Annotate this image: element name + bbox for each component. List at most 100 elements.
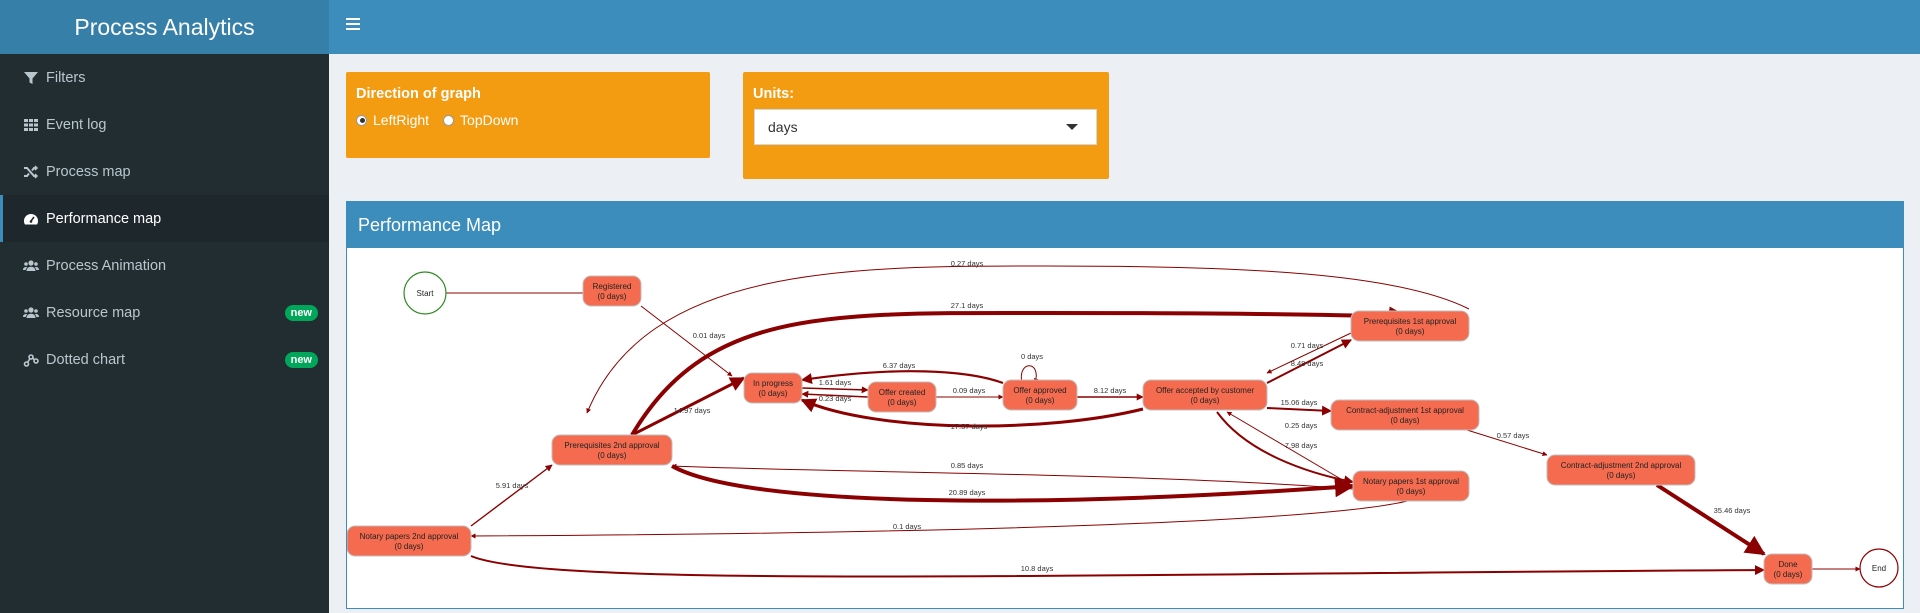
graph-edge-offerapproved-inprogress[interactable] bbox=[800, 370, 1004, 385]
node-label: Contract-adjustment 2nd approval bbox=[1561, 461, 1682, 470]
graph-edge-contract2-done[interactable] bbox=[1655, 483, 1766, 556]
graph-node-contract1[interactable]: Contract-adjustment 1st approval(0 days) bbox=[1330, 399, 1480, 431]
node-label: Done bbox=[1778, 560, 1798, 569]
units-select[interactable]: days bbox=[754, 109, 1097, 145]
graph-edge-offeraccepted-inprogress[interactable] bbox=[800, 398, 1144, 428]
edge-label: 0.27 days bbox=[951, 259, 984, 268]
graph-node-registered[interactable]: Registered(0 days) bbox=[582, 275, 642, 307]
node-label: Notary papers 2nd approval bbox=[360, 532, 459, 541]
graph-edge-notary1-offeraccepted[interactable] bbox=[1226, 411, 1352, 486]
radio-leftright[interactable]: LeftRight bbox=[356, 112, 429, 128]
dashboard-icon bbox=[22, 211, 39, 227]
sidebar-item-label: Process map bbox=[46, 163, 131, 180]
sidebar-item-event-log[interactable]: Event log bbox=[0, 101, 329, 148]
graph-edge-notary2-prereq2[interactable] bbox=[470, 464, 553, 527]
sidebar: Filters Event log Process map Performanc… bbox=[0, 54, 329, 613]
grid-icon bbox=[22, 117, 39, 133]
graph-node-prereq1[interactable]: Prerequisites 1st approval(0 days) bbox=[1350, 310, 1470, 342]
units-select-value: days bbox=[768, 119, 798, 135]
sidebar-item-dotted-chart[interactable]: Dotted chart new bbox=[0, 336, 329, 383]
edge-label: 0 days bbox=[1021, 352, 1043, 361]
units-box: Units: days bbox=[743, 72, 1109, 179]
edge-label: 35.46 days bbox=[1714, 506, 1751, 515]
node-duration: (0 days) bbox=[598, 451, 627, 460]
sidebar-item-label: Process Animation bbox=[46, 257, 167, 274]
new-badge: new bbox=[284, 305, 318, 321]
node-label: End bbox=[1872, 564, 1886, 573]
graph-edge-prereq1-offeraccepted[interactable] bbox=[1266, 332, 1352, 374]
graph-edge-offerapproved-offerapproved[interactable] bbox=[1020, 365, 1039, 384]
graph-edge-prereq1-prereq2[interactable] bbox=[586, 265, 1470, 414]
radio-label: LeftRight bbox=[373, 112, 430, 128]
edge-label: 27.1 days bbox=[951, 301, 984, 310]
radio-selected-icon[interactable] bbox=[356, 114, 367, 126]
node-label: Notary papers 1st approval bbox=[1363, 477, 1459, 486]
graph-node-start[interactable]: Start bbox=[403, 271, 447, 315]
graph-edge-offeraccepted-prereq1[interactable] bbox=[1266, 339, 1352, 384]
node-duration: (0 days) bbox=[888, 398, 917, 407]
radio-topdown[interactable]: TopDown bbox=[443, 112, 518, 128]
random-icon bbox=[22, 164, 39, 180]
node-duration: (0 days) bbox=[1396, 327, 1425, 336]
graph-node-contract2[interactable]: Contract-adjustment 2nd approval(0 days) bbox=[1546, 454, 1696, 486]
sidebar-item-filters[interactable]: Filters bbox=[0, 54, 329, 101]
units-label: Units: bbox=[753, 86, 795, 102]
graph-edge-prereq2-prereq1[interactable] bbox=[630, 306, 1409, 437]
panel-title: Performance Map bbox=[347, 202, 1903, 248]
graph-node-done[interactable]: Done(0 days) bbox=[1763, 553, 1813, 585]
graph-edge-prereq2-notary1[interactable] bbox=[671, 464, 1355, 503]
edge-label: 8.12 days bbox=[1094, 386, 1127, 395]
graph-edge-registered-inprogress[interactable] bbox=[640, 305, 733, 377]
new-badge: new bbox=[284, 352, 318, 368]
edge-label: 17.57 days bbox=[951, 422, 988, 431]
graph-edge-notary1-notary2[interactable] bbox=[470, 499, 1412, 539]
node-duration: (0 days) bbox=[395, 542, 424, 551]
edge-label: 0.57 days bbox=[1497, 431, 1530, 440]
sidebar-item-label: Performance map bbox=[46, 210, 162, 227]
graph-edge-notary1-prereq2[interactable] bbox=[671, 463, 1354, 490]
node-label: Prerequisites 2nd approval bbox=[564, 441, 659, 450]
graph-edge-inprogress-offercreated[interactable] bbox=[801, 386, 869, 394]
graph-edge-offeraccepted-contract1[interactable] bbox=[1266, 405, 1332, 416]
graph-edge-offercreated-inprogress[interactable] bbox=[801, 390, 869, 398]
chevron-down-icon[interactable] bbox=[1066, 124, 1078, 130]
graph-edge-contract1-contract2[interactable] bbox=[1466, 429, 1548, 457]
node-label: Start bbox=[417, 289, 435, 298]
graph-node-offeraccepted[interactable]: Offer accepted by customer(0 days) bbox=[1142, 379, 1268, 411]
node-label: Prerequisites 1st approval bbox=[1364, 317, 1457, 326]
graph-node-offercreated[interactable]: Offer created(0 days) bbox=[867, 381, 937, 413]
radio-label: TopDown bbox=[460, 112, 519, 128]
sidebar-item-performance-map[interactable]: Performance map bbox=[0, 195, 329, 242]
node-label: Offer created bbox=[879, 388, 926, 397]
sidebar-item-label: Event log bbox=[46, 116, 107, 133]
node-duration: (0 days) bbox=[1026, 396, 1055, 405]
graph-node-inprogress[interactable]: In progress(0 days) bbox=[743, 372, 803, 404]
graph-node-notary2[interactable]: Notary papers 2nd approval(0 days) bbox=[347, 525, 472, 557]
node-duration: (0 days) bbox=[1774, 570, 1803, 579]
edge-label: 0.09 days bbox=[953, 386, 986, 395]
node-duration: (0 days) bbox=[1191, 396, 1220, 405]
sidebar-item-resource-map[interactable]: Resource map new bbox=[0, 289, 329, 336]
graph-edge-notary2-done[interactable] bbox=[470, 555, 1765, 578]
sidebar-item-process-map[interactable]: Process map bbox=[0, 148, 329, 195]
edge-label: 0.71 days bbox=[1291, 341, 1324, 350]
top-navbar bbox=[329, 0, 1920, 54]
graph-node-notary1[interactable]: Notary papers 1st approval(0 days) bbox=[1352, 470, 1470, 502]
node-label: Offer approved bbox=[1013, 386, 1066, 395]
radio-unselected-icon[interactable] bbox=[443, 114, 455, 126]
chart-icon bbox=[22, 352, 39, 368]
graph-node-prereq2[interactable]: Prerequisites 2nd approval(0 days) bbox=[551, 434, 673, 466]
direction-title: Direction of graph bbox=[356, 86, 481, 102]
edge-label: 10.8 days bbox=[1021, 564, 1054, 573]
edge-label: 8.48 days bbox=[1291, 359, 1324, 368]
graph-node-offerapproved[interactable]: Offer approved(0 days) bbox=[1002, 379, 1078, 411]
sidebar-item-process-animation[interactable]: Process Animation bbox=[0, 242, 329, 289]
graph-edge-prereq2-inprogress[interactable] bbox=[631, 376, 746, 437]
sidebar-toggle-icon[interactable] bbox=[346, 18, 360, 32]
users-icon bbox=[22, 258, 39, 274]
graph-node-end[interactable]: End bbox=[1859, 548, 1899, 588]
edge-label: 5.91 days bbox=[496, 481, 529, 490]
app-logo-title[interactable]: Process Analytics bbox=[0, 0, 329, 54]
